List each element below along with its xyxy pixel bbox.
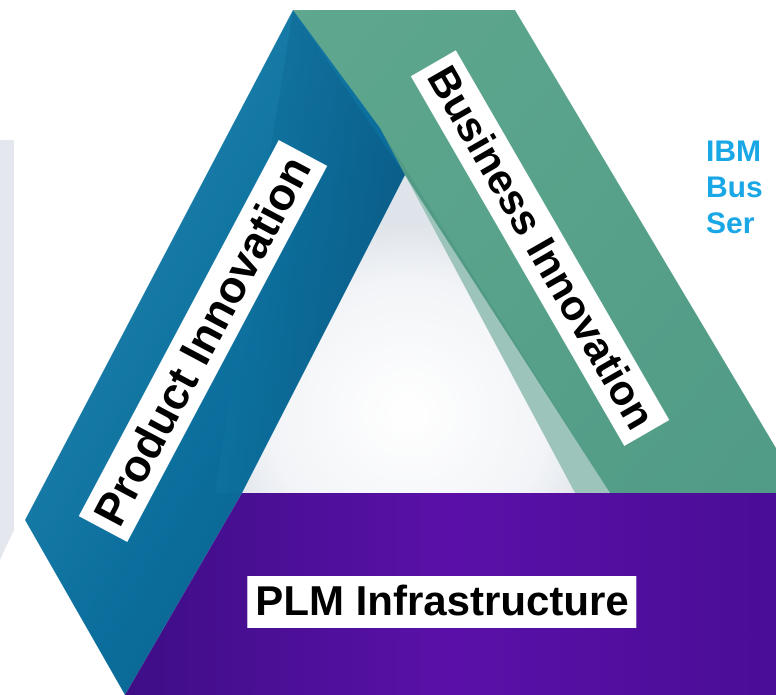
ibm-text-line-1: IBM (706, 135, 761, 168)
product-band-shade (215, 10, 405, 493)
ibm-business-services-text: IBM Bus Ser (706, 134, 776, 242)
left-shadow (0, 140, 14, 560)
ibm-text-line-2: Bus (706, 171, 763, 204)
business-band-inner-edge (380, 128, 610, 493)
ibm-text-line-3: Ser (706, 207, 755, 240)
business-innovation-band (293, 10, 776, 600)
plm-infrastructure-label: PLM Infrastructure (247, 576, 637, 628)
inner-triangle (242, 175, 575, 493)
